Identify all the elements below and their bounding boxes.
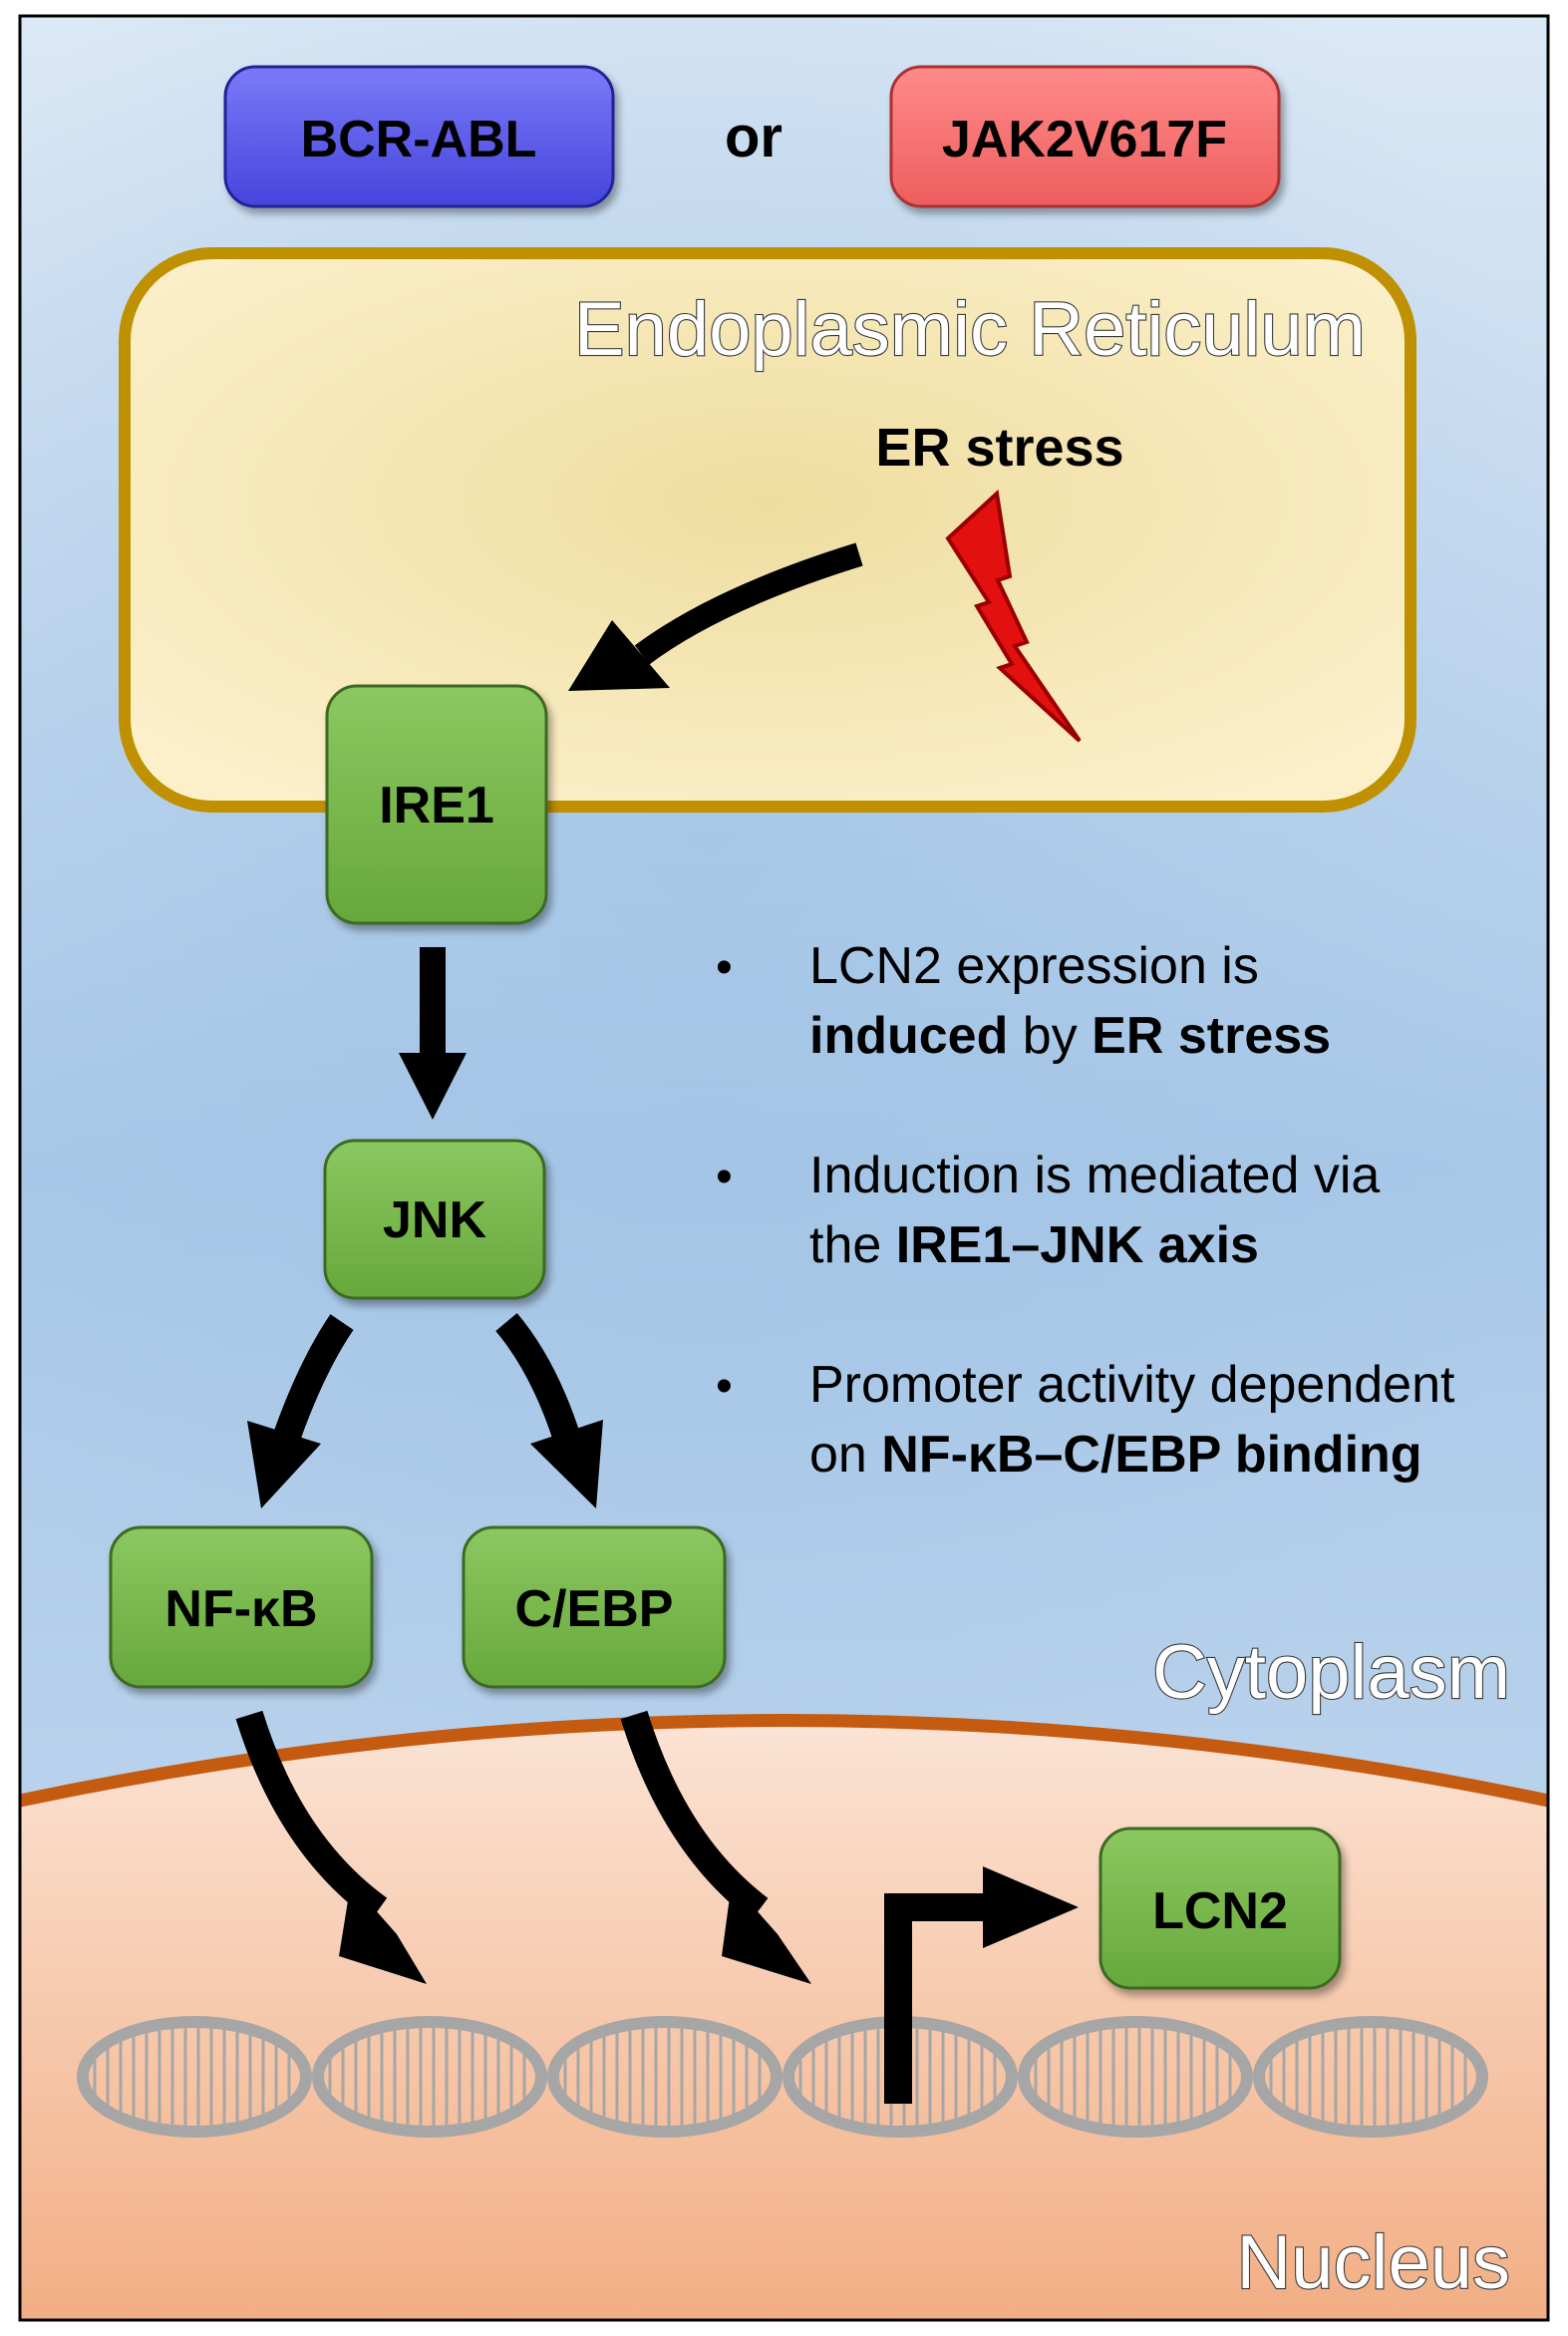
ire1-box: IRE1 (325, 684, 548, 925)
finding-1-bold-text: ER stress (1092, 1007, 1331, 1065)
finding-2-text: the (809, 1216, 896, 1274)
jnk-to-cebp-arrow (495, 1312, 603, 1508)
nucleus-label: Nucleus (1236, 2220, 1510, 2305)
cytoplasm-label: Cytoplasm (1152, 1630, 1510, 1715)
cebp-to-dna-arrow (620, 1710, 811, 1984)
finding-1-line-1: LCN2 expression is (809, 937, 1259, 995)
jak2v617f-label: JAK2V617F (942, 111, 1227, 168)
nfkb-box: NF-κB (109, 1525, 374, 1689)
dna-link (1253, 2016, 1488, 2138)
nfkb-to-dna-arrow (235, 1710, 427, 1984)
bullet-icon: • (716, 1151, 733, 1203)
dna-link (1018, 2016, 1253, 2138)
finding-1-bold-text: induced (809, 1007, 1008, 1065)
bcr-abl-box: BCR-ABL (223, 65, 615, 208)
jak2v617f-box: JAK2V617F (889, 65, 1281, 208)
figure-frame (18, 14, 1550, 2322)
jnk-to-nfkb-arrow (247, 1314, 354, 1508)
cebp-label: C/EBP (515, 1580, 674, 1638)
finding-3-line-1: Promoter activity dependent (809, 1356, 1455, 1414)
dna-helix-icon (77, 2016, 1488, 2138)
er-label: Endoplasmic Reticulum (574, 287, 1366, 372)
er-stress-to-ire1-arrow (568, 542, 863, 691)
nuclear-membrane (20, 1714, 1548, 1808)
finding-item: • Promoter activity dependent on NF-κB–C… (716, 1356, 1455, 1484)
er-compartment (119, 247, 1416, 813)
transcription-start-arrow-icon (884, 1866, 1079, 2104)
bullet-icon: • (716, 941, 733, 994)
finding-2-bold-text: IRE1–JNK axis (896, 1216, 1259, 1274)
lcn2-label: LCN2 (1152, 1882, 1288, 1940)
jnk-label: JNK (383, 1191, 486, 1249)
ire1-to-jnk-arrow (399, 947, 467, 1120)
dna-link (77, 2016, 312, 2138)
finding-1-text: by (1008, 1007, 1092, 1065)
lightning-bolt-icon (945, 490, 1082, 743)
nfkb-label: NF-κB (164, 1580, 317, 1638)
ire1-label: IRE1 (379, 777, 494, 834)
finding-3-text: on (809, 1426, 881, 1484)
or-connector: or (725, 105, 783, 169)
er-stress-label: ER stress (875, 418, 1123, 478)
dna-link (547, 2016, 783, 2138)
finding-item: • LCN2 expression is induced by ER stres… (716, 937, 1331, 1065)
jnk-box: JNK (323, 1139, 546, 1300)
cebp-box: C/EBP (462, 1525, 727, 1689)
dna-link (312, 2016, 547, 2138)
finding-2-line-1: Induction is mediated via (809, 1147, 1380, 1204)
lcn2-box: LCN2 (1098, 1827, 1342, 1990)
finding-3-bold-text: NF-κB–C/EBP binding (881, 1426, 1421, 1484)
finding-3-line-2: on NF-κB–C/EBP binding (809, 1426, 1422, 1484)
finding-item: • Induction is mediated via the IRE1–JNK… (716, 1147, 1380, 1274)
finding-2-line-2: the IRE1–JNK axis (809, 1216, 1259, 1274)
finding-1-line-2: induced by ER stress (809, 1007, 1331, 1065)
bcr-abl-label: BCR-ABL (301, 111, 537, 168)
bullet-icon: • (716, 1360, 733, 1413)
findings-list: • LCN2 expression is induced by ER stres… (716, 937, 1455, 1484)
